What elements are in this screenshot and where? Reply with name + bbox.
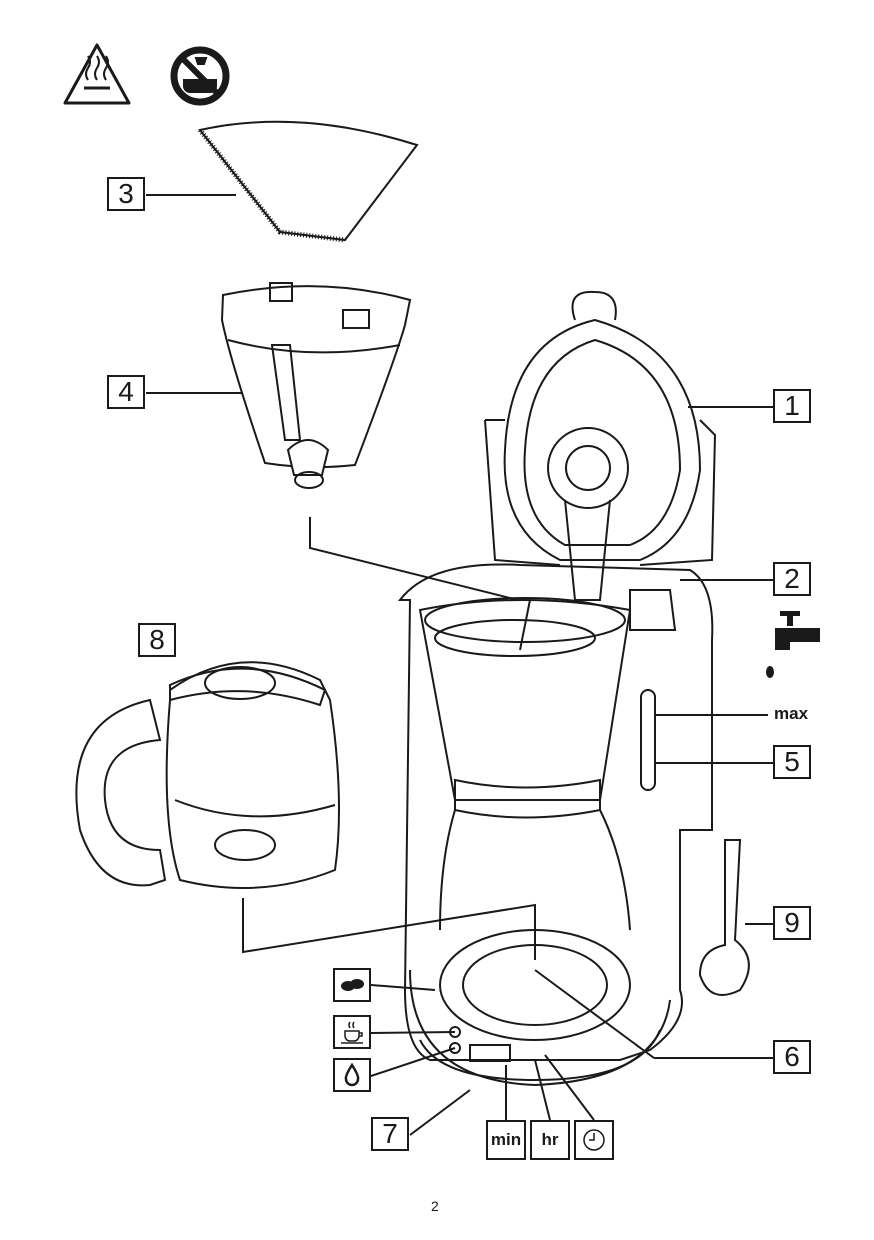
max-level-label: max xyxy=(774,704,809,723)
label-4: 4 xyxy=(107,375,145,409)
label-5: 5 xyxy=(773,745,811,779)
hr-button: hr xyxy=(530,1120,570,1160)
filter-holder xyxy=(146,282,412,489)
cup-icon xyxy=(333,1015,371,1049)
filter-paper xyxy=(146,120,419,243)
label-9: 9 xyxy=(773,906,811,940)
coffee-beans-icon xyxy=(333,968,371,1002)
label-8: 8 xyxy=(138,623,176,657)
label-1: 1 xyxy=(773,389,811,423)
measuring-spoon xyxy=(698,839,773,996)
hot-surface-warning-icon xyxy=(63,43,131,105)
min-button: min xyxy=(486,1120,526,1160)
label-7: 7 xyxy=(371,1117,409,1151)
carafe xyxy=(75,661,536,960)
clock-button xyxy=(574,1120,614,1160)
water-drop-icon xyxy=(333,1058,371,1092)
label-3: 3 xyxy=(107,177,145,211)
water-tap-icon xyxy=(766,611,820,678)
page-number: 2 xyxy=(431,1198,439,1214)
machine-lid xyxy=(484,290,773,601)
clock-icon xyxy=(583,1129,605,1151)
label-2: 2 xyxy=(773,562,811,596)
no-immersion-icon xyxy=(170,46,230,106)
machine-body xyxy=(309,517,773,1087)
label-6: 6 xyxy=(773,1040,811,1074)
